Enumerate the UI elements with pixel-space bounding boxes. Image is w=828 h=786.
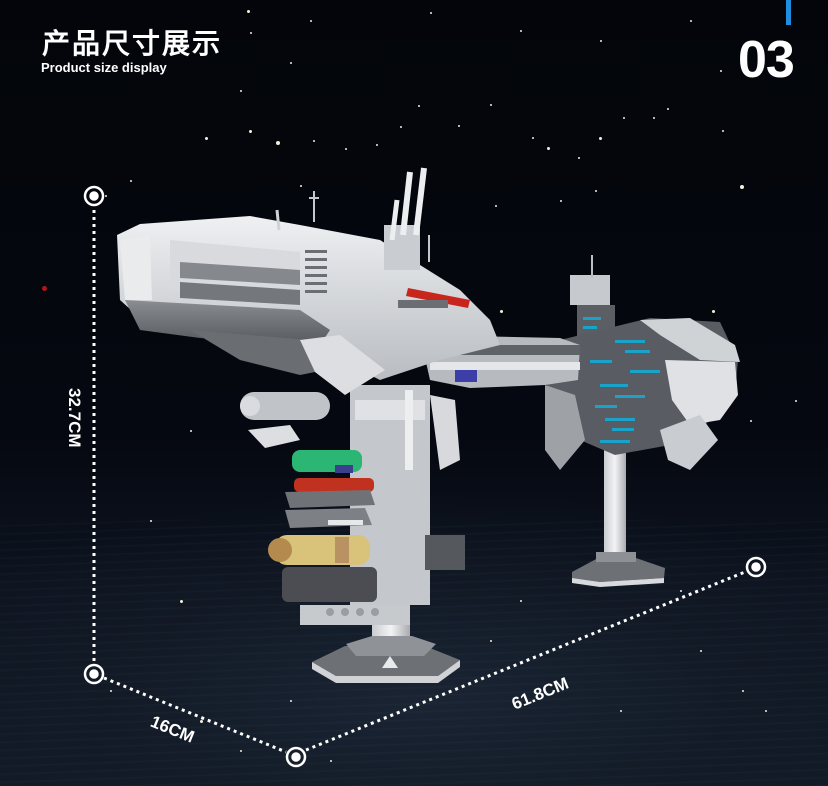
right-display-stand <box>572 440 665 587</box>
page-number: 03 <box>738 31 795 89</box>
vertical-hangar-tower <box>240 385 465 625</box>
height-dimension-label: 32.7CM <box>65 388 84 448</box>
page-title-en: Product size display <box>41 60 167 75</box>
bow-hull <box>117 167 500 395</box>
accent-bar <box>786 0 791 25</box>
red-marker-dot <box>42 286 47 291</box>
endpoint-marker-bottom-left <box>83 663 105 685</box>
dimension-lines <box>92 210 746 754</box>
endpoint-marker-bottom-center <box>285 746 307 768</box>
endpoint-marker-right <box>745 556 767 578</box>
page-title-cn: 产品尺寸展示 <box>42 27 223 60</box>
depth-dimension-line <box>103 676 287 754</box>
left-display-stand <box>312 600 460 683</box>
dimension-endpoints <box>83 185 767 768</box>
rear-engine-module <box>545 255 740 470</box>
endpoint-marker-top <box>83 185 105 207</box>
length-dimension-line <box>305 570 746 752</box>
